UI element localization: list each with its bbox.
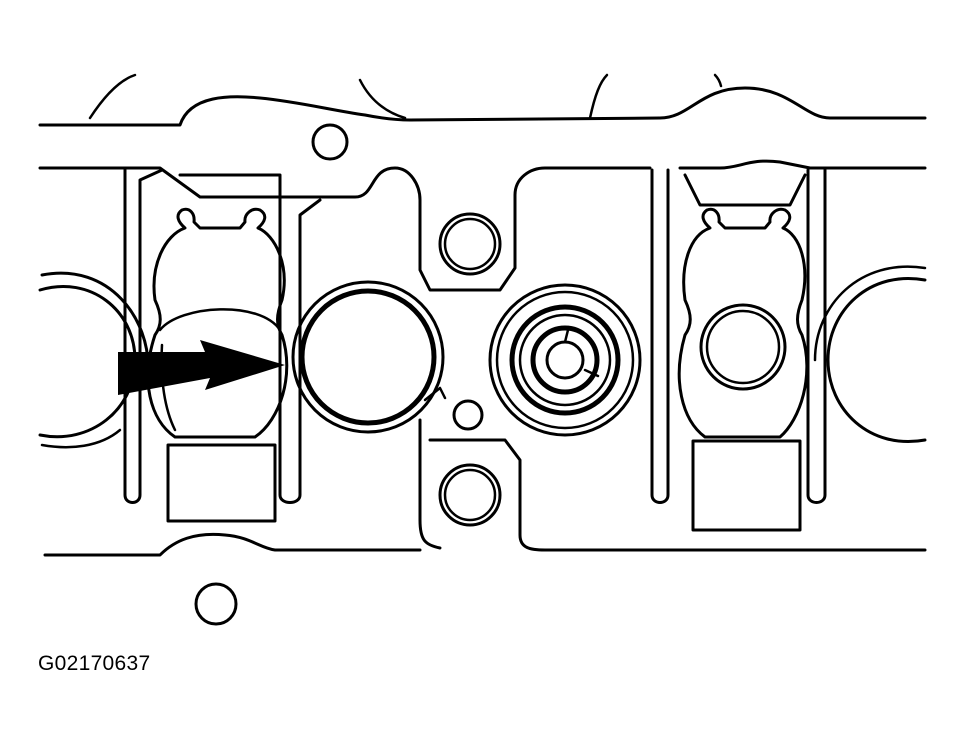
left-lifter-lobe [146,207,289,439]
bolt-hole-center-lower [438,463,502,527]
right-valve-guides [650,168,827,504]
left-valve-guides [123,168,322,504]
right-partial-bore [813,265,927,443]
bolt-hole-center-small [452,399,484,431]
left-pad [166,443,277,523]
head-inner-top-edge [38,159,927,292]
head-bottom-edge [43,532,422,557]
bolt-hole-center-upper-inner [443,217,497,271]
arrow-right-icon [118,340,285,395]
right-pad [691,439,802,532]
bolt-hole-center-upper [438,212,502,276]
spring-bore [488,283,642,437]
figure-id-label: G02170637 [38,652,151,675]
bolt-hole-bottom [194,582,238,626]
bolt-hole-top [311,123,349,161]
bolt-hole-center-lower-inner [443,468,497,522]
main-bore [291,280,447,434]
center-web [418,418,927,552]
head-top-edge [38,73,927,127]
right-lifter-lobe [677,207,809,439]
